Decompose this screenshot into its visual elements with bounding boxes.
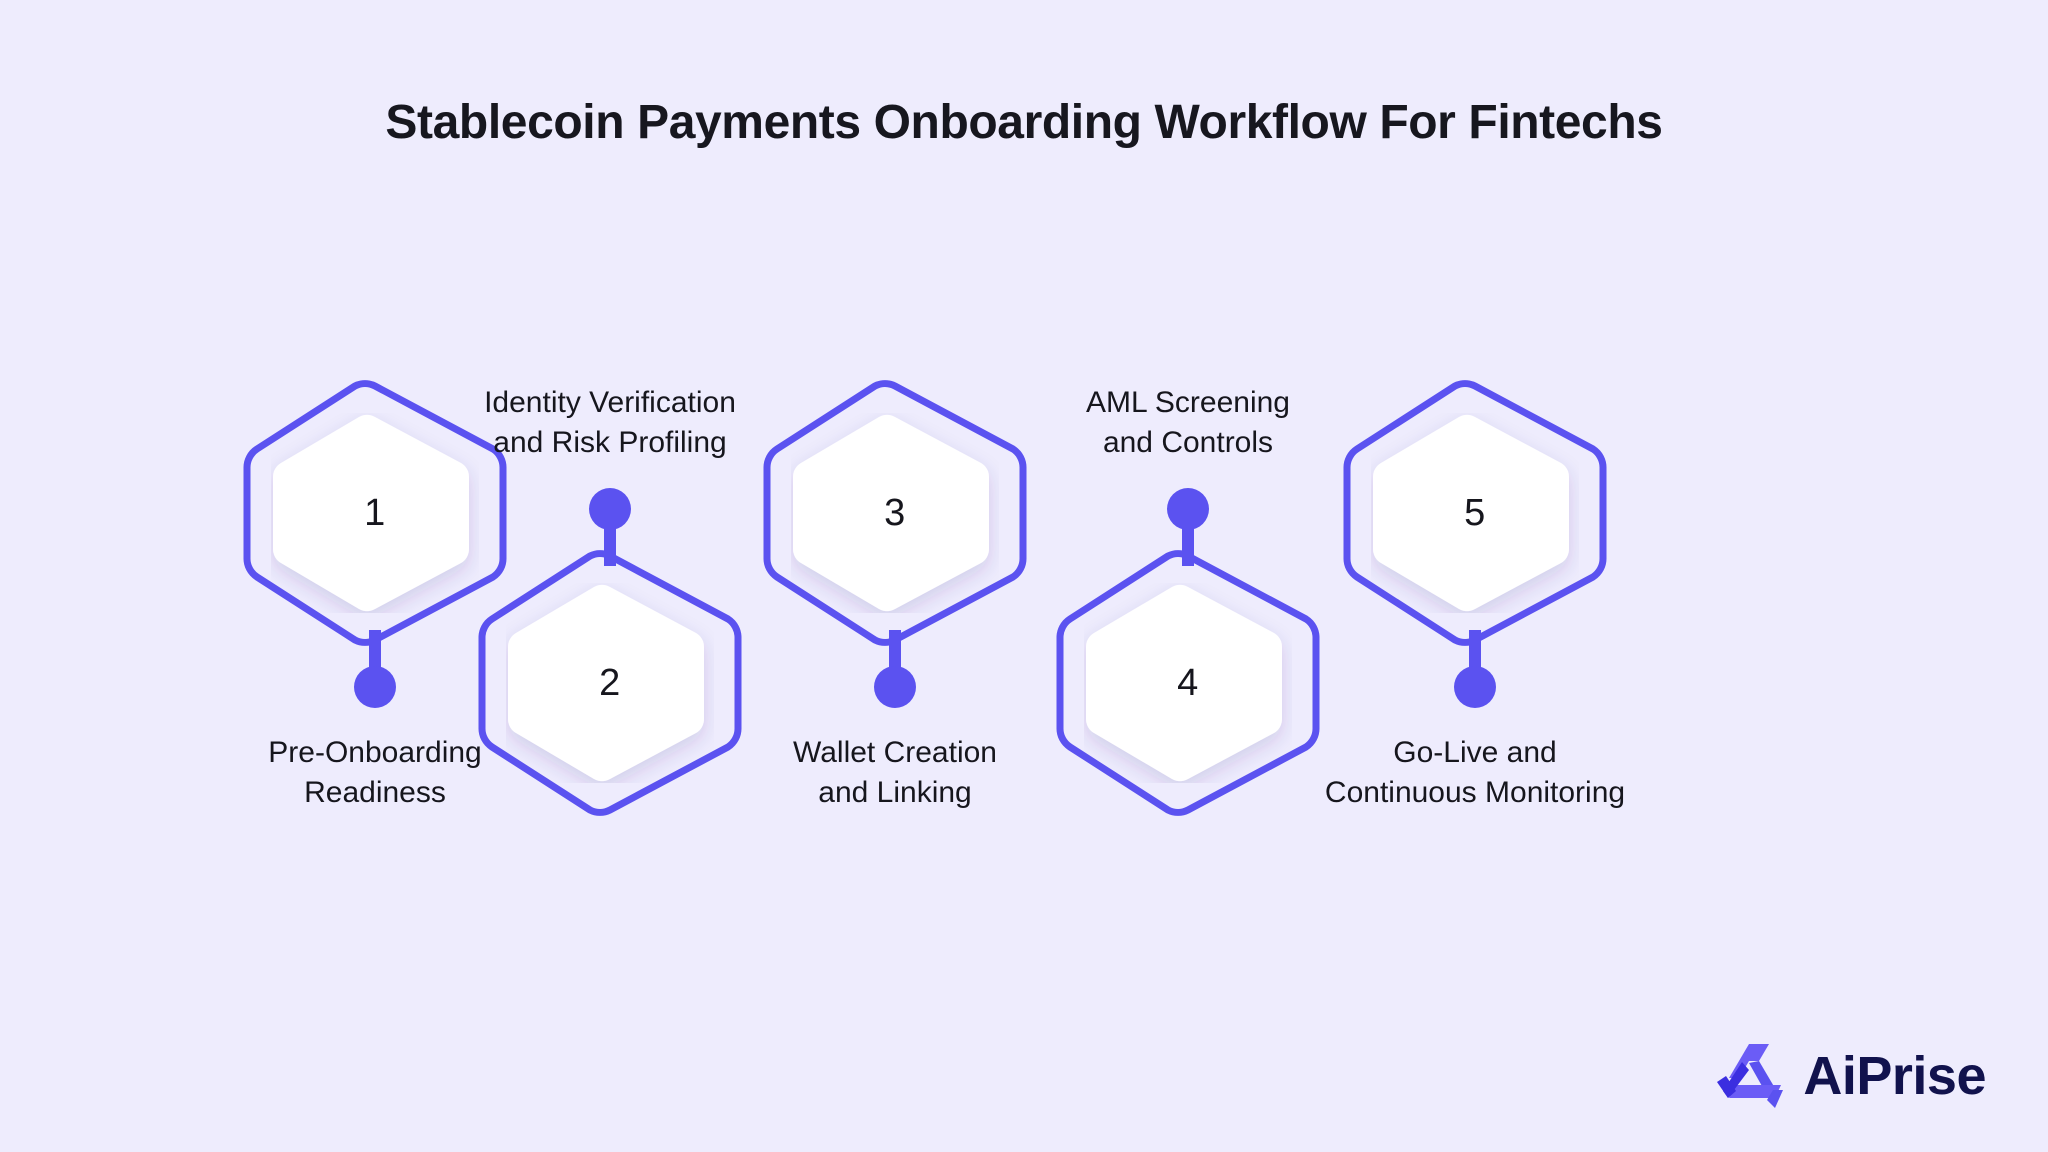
page-title: Stablecoin Payments Onboarding Workflow …: [385, 96, 1663, 150]
step-2-label: Identity Verification and Risk Profiling: [484, 386, 736, 460]
workflow-step-2[interactable]: 2 Identity Verification and Risk Profili…: [450, 386, 770, 818]
step-4-connector: [1165, 488, 1211, 566]
step-4-hexagon: 4: [1048, 548, 1328, 818]
aiprise-logo[interactable]: AiPrise: [1709, 1038, 1986, 1114]
step-1-connector: [352, 630, 398, 708]
step-5-label: Go-Live and Continuous Monitoring: [1324, 736, 1626, 809]
hexagon-inner-shape: [792, 414, 990, 612]
step-5-hexagon: 5: [1335, 378, 1615, 648]
hexagon-outline-icon: [763, 380, 1027, 646]
step-4-number: 4: [1177, 661, 1199, 704]
step-5-number: 5: [1464, 491, 1486, 534]
workflow-step-4[interactable]: 4 AML Screening and Controls: [1028, 386, 1348, 818]
hexagon-outline-icon: [1343, 380, 1607, 646]
step-2-connector: [587, 488, 633, 566]
step-2-number: 2: [599, 661, 621, 704]
step-3-hexagon: 3: [755, 378, 1035, 648]
step-1-label: Pre-Onboarding Readiness: [268, 736, 482, 809]
hexagon-inner-shape: [272, 414, 470, 612]
hexagon-inner-shape: [1372, 414, 1570, 612]
workflow-step-1[interactable]: 1 Pre-Onboarding Readiness: [215, 378, 535, 809]
aiprise-logo-icon: [1717, 1044, 1784, 1108]
aiprise-logo-text: AiPrise: [1803, 1046, 1986, 1106]
hexagon-outline-icon: [243, 380, 507, 646]
step-3-number: 3: [884, 491, 906, 534]
workflow-step-5[interactable]: 5 Go-Live and Continuous Monitoring: [1315, 378, 1635, 809]
step-3-label: Wallet Creation and Linking: [793, 736, 997, 809]
step-1-number: 1: [364, 491, 386, 534]
step-1-hexagon: 1: [235, 378, 515, 648]
step-5-connector: [1452, 630, 1498, 708]
step-4-label: AML Screening and Controls: [1086, 386, 1290, 460]
hexagon-outline-icon: [1056, 550, 1320, 816]
workflow-step-3[interactable]: 3 Wallet Creation and Linking: [735, 378, 1055, 809]
hexagon-inner-shape: [507, 584, 705, 782]
step-2-hexagon: 2: [470, 548, 750, 818]
hexagon-outline-icon: [478, 550, 742, 816]
step-3-connector: [872, 630, 918, 708]
hexagon-inner-shape: [1085, 584, 1283, 782]
